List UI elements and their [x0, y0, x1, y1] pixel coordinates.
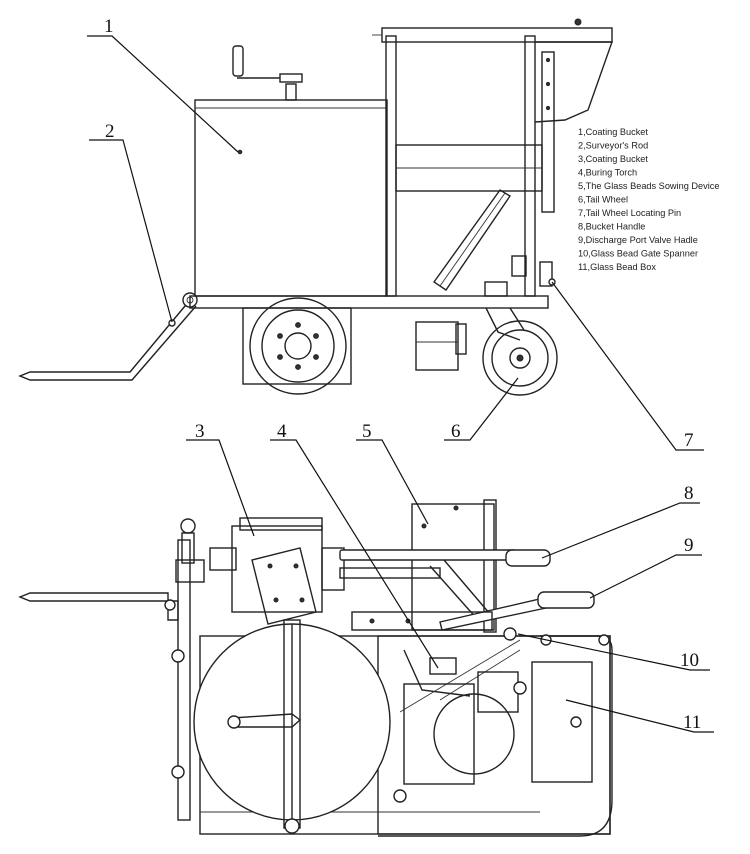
chassis-side [189, 18, 613, 309]
discharge-valve-handle-top [439, 591, 595, 631]
legend-item: 1,Coating Bucket [578, 127, 648, 137]
leader-lines [87, 35, 714, 733]
callout-3: 3 [195, 421, 205, 442]
callout-5: 5 [362, 421, 372, 442]
parts-legend: 1,Coating Bucket 2,Surveyor's Rod 3,Coat… [578, 127, 719, 272]
legend-item: 3,Coating Bucket [578, 154, 648, 164]
coating-drum-top [193, 619, 391, 834]
top-view [18, 499, 613, 837]
callout-8: 8 [684, 483, 694, 504]
callout-7: 7 [684, 430, 694, 451]
legend-item: 8,Bucket Handle [578, 222, 645, 232]
callout-6: 6 [451, 421, 461, 442]
coating-bucket-side [194, 45, 388, 297]
legend-item: 9,Discharge Port Valve Hadle [578, 235, 698, 245]
torch-block-side [415, 321, 467, 371]
inner-assembly-top [393, 671, 527, 803]
callout-11: 11 [683, 712, 701, 733]
legend-item: 7,Tail Wheel Locating Pin [578, 208, 681, 218]
callout-10: 10 [680, 650, 699, 671]
legend-item: 10,Glass Bead Gate Spanner [578, 249, 698, 259]
side-view [18, 18, 613, 396]
glass-bead-box-top [531, 634, 610, 783]
callout-1: 1 [104, 16, 114, 37]
legend-item: 11,Glass Bead Box [578, 262, 656, 272]
legend-item: 5,The Glass Beads Sowing Device [578, 181, 719, 191]
legend-item: 4,Buring Torch [578, 168, 637, 178]
callout-9: 9 [684, 535, 694, 556]
legend-item: 2,Surveyor's Rod [578, 141, 648, 151]
bucket-handle-top [339, 549, 551, 579]
legend-item: 6,Tail Wheel [578, 195, 628, 205]
burning-torch-top [351, 611, 521, 713]
callout-4: 4 [277, 421, 287, 442]
coating-bucket-top [209, 517, 345, 625]
towing-rod-top [18, 592, 179, 621]
callout-2: 2 [105, 121, 115, 142]
tail-wheel-side [482, 307, 558, 396]
surveyors-rod [18, 292, 198, 381]
main-wheel-side [242, 297, 352, 395]
left-pole-top [171, 518, 205, 821]
callout-numbers: 1 2 3 4 5 6 7 8 9 10 11 [104, 16, 701, 733]
